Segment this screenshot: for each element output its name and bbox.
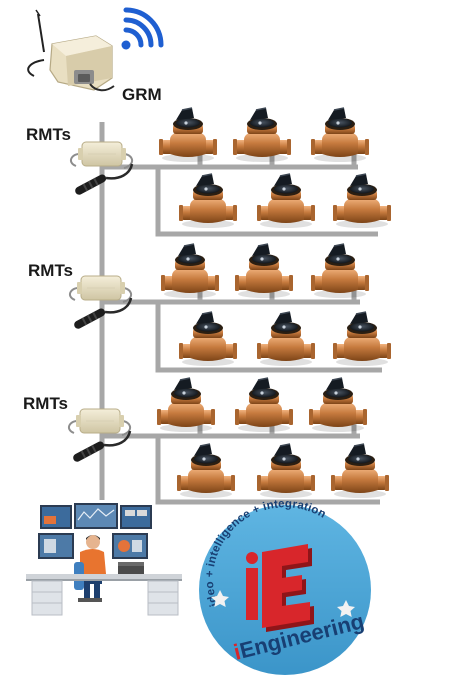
rmt-label: RMTs [26,125,72,144]
branch-2-lower [155,302,382,373]
water-meter-icon [160,243,220,299]
water-meter-icon [308,377,368,433]
water-meter-icon [176,443,236,499]
water-meter-icon [256,311,316,367]
water-meter-icon [234,243,294,299]
branch-1-lower [155,167,378,237]
water-meter-icon [232,107,292,163]
pipe-network [99,122,382,505]
water-meter-icon [256,173,316,229]
iengineering-logo: ideo + intelligence + integration E iEng… [199,498,371,675]
water-meter-icon [332,311,392,367]
rmt-label: RMTs [23,394,69,413]
control-room-operator-icon [26,503,182,616]
water-meter-icon [330,443,390,499]
grm-label: GRM [122,85,162,104]
wifi-signal-icon [121,7,164,50]
water-meter-icon [310,243,370,299]
gateway-radio-module-icon [27,9,115,92]
water-meter-icon [332,173,392,229]
water-meter-icon [234,377,294,433]
water-meter-icon [310,107,370,163]
logo-wordmark-i: i [231,639,243,665]
rmt-label: RMTs [28,261,74,280]
water-meter-icon [156,377,216,433]
water-meter-icon [178,311,238,367]
water-meter-icon [158,107,218,163]
water-meter-icon [178,173,238,229]
branch-3-lower [155,436,380,505]
meter-group-2 [160,243,392,367]
water-meter-icon [256,443,316,499]
